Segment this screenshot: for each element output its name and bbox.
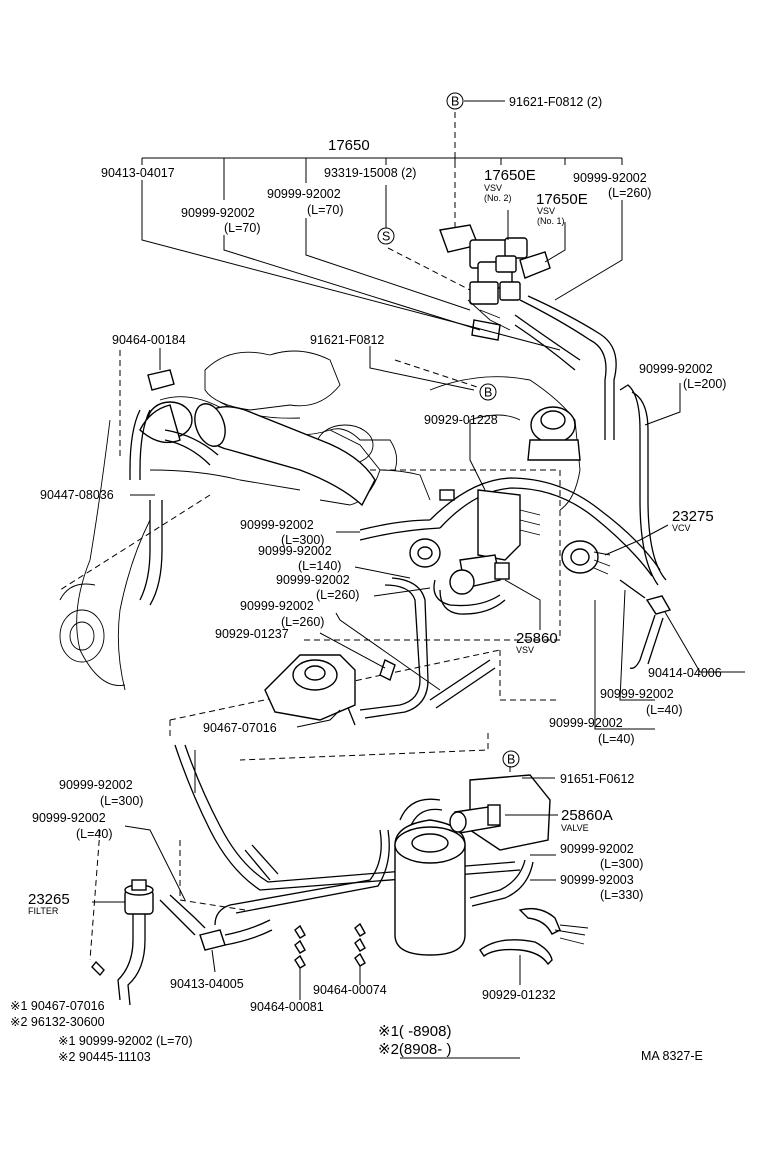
regulator	[264, 654, 396, 721]
label-90413-04017: 90413-04017	[101, 166, 175, 180]
part-labels: 91621-F0812 (2) 17650 90413-04017 93319-…	[10, 95, 726, 1064]
label-vsv-no2: VSV	[484, 183, 502, 193]
marker-b-label: B	[451, 95, 459, 109]
center-bracket	[409, 489, 541, 595]
marker-s-label: S	[382, 230, 390, 244]
label-90999-92003: 90999-92003	[560, 873, 634, 887]
left-hoses	[129, 369, 219, 606]
note-star2: ※2(8908- )	[378, 1041, 451, 1058]
clips	[294, 922, 366, 969]
label-vsv-no1: VSV	[537, 206, 555, 216]
label-no1: (No. 1)	[537, 216, 565, 226]
label-25860: 25860	[516, 630, 558, 647]
label-91651-F0612: 91651-F0612	[560, 772, 634, 786]
label-90999-260b: 90999-92002	[276, 573, 350, 587]
label-star1-b: ※1 90999-92002 (L=70)	[58, 1034, 193, 1048]
label-90929-01237: 90929-01237	[215, 627, 289, 641]
label-vcv: VCV	[672, 523, 691, 533]
label-93319: 93319-15008 (2)	[324, 166, 416, 180]
label-90414-04006: 90414-04006	[648, 666, 722, 680]
label-no2: (No. 2)	[484, 193, 512, 203]
label-L330: (L=330)	[600, 888, 643, 902]
label-L260c: (L=260)	[281, 615, 324, 629]
label-L300a: (L=300)	[281, 533, 324, 547]
label-90929-01232: 90929-01232	[482, 988, 556, 1002]
dashed-outlines	[59, 112, 561, 961]
marker-b-mid: B	[479, 383, 497, 401]
marker-b-top: B	[446, 92, 464, 110]
label-filter: FILTER	[28, 906, 59, 916]
label-90999-300a: 90999-92002	[240, 518, 314, 532]
label-L40c: (L=40)	[76, 827, 112, 841]
label-90999-260a: 90999-92002	[573, 171, 647, 185]
label-90999-40b: 90999-92002	[549, 716, 623, 730]
label-90999-300b: 90999-92002	[59, 778, 133, 792]
marker-b-label: B	[484, 386, 492, 400]
label-90467-07016: 90467-07016	[203, 721, 277, 735]
tee-lower	[199, 919, 273, 951]
fuel-filter	[91, 879, 206, 1006]
label-90464-00184: 90464-00184	[112, 333, 186, 347]
marker-s: S	[377, 227, 395, 245]
label-L40b: (L=40)	[598, 732, 634, 746]
label-25860A: 25860A	[561, 807, 613, 824]
label-23265: 23265	[28, 891, 70, 908]
label-vsv-25860: VSV	[516, 645, 534, 655]
marker-b-label: B	[507, 753, 515, 767]
vcv	[561, 540, 611, 575]
label-L70a: (L=70)	[224, 221, 260, 235]
label-90413-04005: 90413-04005	[170, 977, 244, 991]
label-17650E-a: 17650E	[484, 167, 536, 184]
label-90999-140: 90999-92002	[258, 544, 332, 558]
label-star2-a: ※2 96132-30600	[10, 1015, 105, 1029]
leader-lines	[92, 100, 745, 1059]
note-star1: ※1( -8908)	[378, 1023, 451, 1040]
label-90999-260c: 90999-92002	[240, 599, 314, 613]
label-90999-300c: 90999-92002	[560, 842, 634, 856]
cross-hoses	[359, 477, 661, 577]
label-90999-70b: 90999-92002	[267, 187, 341, 201]
egr-valve	[527, 406, 581, 461]
label-L260b: (L=260)	[316, 588, 359, 602]
lower-assembly	[174, 744, 589, 966]
label-90929-01228: 90929-01228	[424, 413, 498, 427]
label-91621-top: 91621-F0812 (2)	[509, 95, 602, 109]
label-91621-mid: 91621-F0812	[310, 333, 384, 347]
tee-right	[619, 579, 672, 669]
label-L300b: (L=300)	[100, 794, 143, 808]
label-90464-00081: 90464-00081	[250, 1000, 324, 1014]
label-90999-40a: 90999-92002	[600, 687, 674, 701]
label-L260a: (L=260)	[608, 186, 651, 200]
label-90999-200: 90999-92002	[639, 362, 713, 376]
marker-b-lower: B	[502, 750, 520, 768]
label-90447-08036: 90447-08036	[40, 488, 114, 502]
label-valve: VALVE	[561, 823, 589, 833]
label-23275: 23275	[672, 508, 714, 525]
diagram-code: MA 8327-E	[641, 1049, 703, 1063]
intake-hose	[139, 401, 376, 507]
label-L200: (L=200)	[683, 377, 726, 391]
label-17650E-b: 17650E	[536, 191, 588, 208]
label-90999-40c: 90999-92002	[32, 811, 106, 825]
label-L70b: (L=70)	[307, 203, 343, 217]
center-hoses	[344, 577, 506, 726]
label-L300c: (L=300)	[600, 857, 643, 871]
label-90999-70a: 90999-92002	[181, 206, 255, 220]
vsv-assembly	[439, 224, 551, 341]
label-90464-00074: 90464-00074	[313, 983, 387, 997]
label-L40a: (L=40)	[646, 703, 682, 717]
label-star1-a: ※1 90467-07016	[10, 999, 105, 1013]
label-17650: 17650	[328, 137, 370, 154]
label-L140: (L=140)	[298, 559, 341, 573]
label-star2-b: ※2 90445-11103	[58, 1050, 151, 1064]
